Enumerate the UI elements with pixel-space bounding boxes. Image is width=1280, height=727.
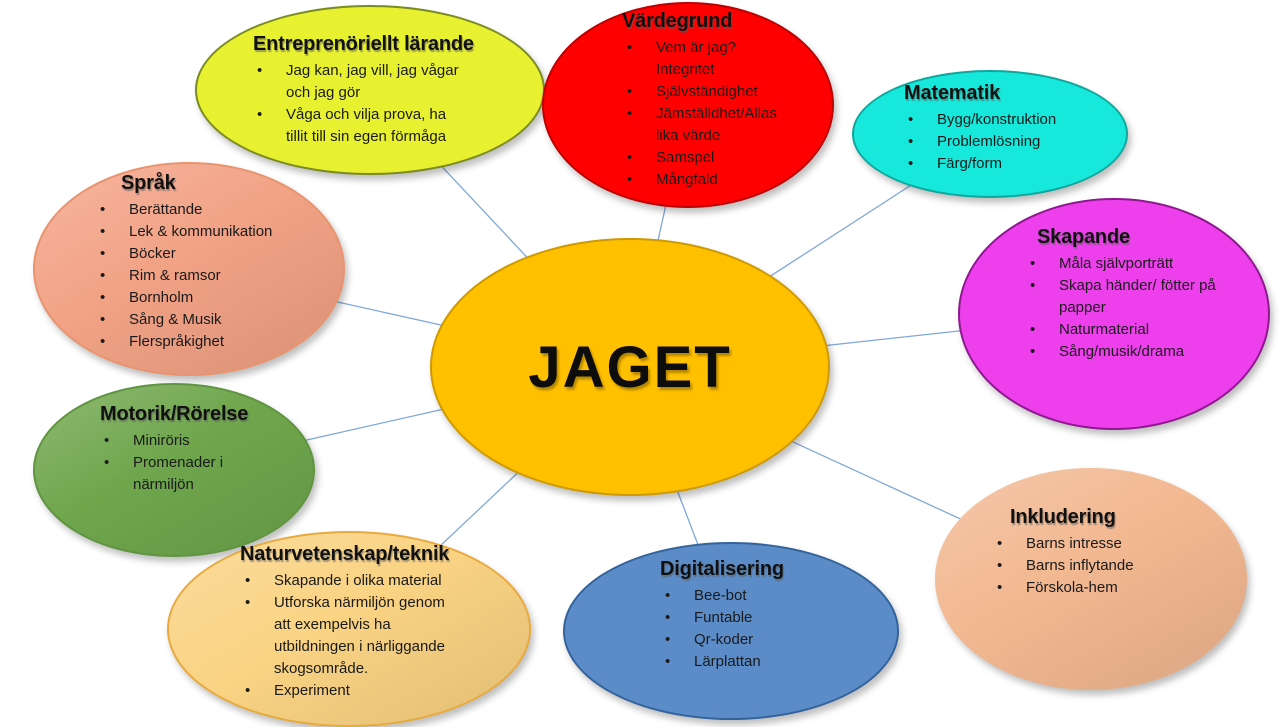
bullet-text: Böcker	[129, 245, 176, 262]
node-title: Värdegrund	[622, 10, 733, 32]
node-title: Matematik	[904, 82, 1001, 104]
node-title: Språk	[121, 172, 176, 194]
bullet-item: Rim & ramsor	[93, 265, 335, 287]
bullet-text: Utforska närmiljön genom att exempelvis …	[274, 594, 445, 677]
node-digitalisering[interactable]: Digitalisering Bee-bot Funtable Qr-koder…	[563, 542, 899, 720]
bullet-text: Berättande	[129, 201, 203, 218]
bullet-text: Naturmaterial	[1059, 321, 1150, 338]
node-matematik[interactable]: Matematik Bygg/konstruktion Problemlösni…	[852, 70, 1128, 198]
node-sprak[interactable]: Språk Berättande Lek & kommunikation Böc…	[33, 162, 345, 376]
node-title: Digitalisering	[660, 558, 784, 580]
bullet-text: Måla självporträtt	[1059, 255, 1174, 272]
node-title: Inkludering	[1010, 506, 1116, 528]
bullet-item: Promenader i närmiljön	[97, 452, 311, 496]
bullet-text: Skapa händer/ fötter på papper	[1059, 277, 1216, 316]
bullet-list: Skapande i olika material Utforska närmi…	[238, 570, 514, 702]
bullet-item: Måla självporträtt	[1023, 253, 1269, 275]
bullet-item: Mångfald	[620, 169, 825, 191]
bullet-list: Måla självporträtt Skapa händer/ fötter …	[1023, 253, 1269, 363]
bullet-item: Bornholm	[93, 287, 335, 309]
bullet-item: Färg/form	[901, 153, 1123, 175]
bullet-text: Våga och vilja prova, ha tillit till sin…	[286, 106, 447, 145]
bullet-text: Jag kan, jag vill, jag vågar och jag gör	[286, 62, 459, 101]
bullet-item: Qr-koder	[658, 629, 874, 651]
bullet-item: Jag kan, jag vill, jag vågar och jag gör	[250, 60, 516, 104]
node-skapande[interactable]: Skapande Måla självporträtt Skapa händer…	[958, 198, 1270, 430]
bullet-item: Bygg/konstruktion	[901, 109, 1123, 131]
bullet-item: Samspel	[620, 147, 825, 169]
bullet-text: Experiment	[274, 682, 350, 699]
bullet-item: Våga och vilja prova, ha tillit till sin…	[250, 104, 516, 148]
bullet-item: Självständighet	[620, 81, 825, 103]
bullet-text: Mångfald	[656, 171, 718, 188]
bullet-text: Sång/musik/drama	[1059, 343, 1185, 360]
bullet-item: Jämställdhet/Allas lika värde	[620, 103, 825, 147]
bullet-text: Rim & ramsor	[129, 267, 221, 284]
bullet-text: Problemlösning	[937, 133, 1041, 150]
bullet-item: Naturmaterial	[1023, 319, 1269, 341]
bullet-list: Berättande Lek & kommunikation Böcker Ri…	[93, 199, 335, 353]
bullet-item: Barns inflytande	[990, 555, 1222, 577]
node-naturvetenskap-teknik[interactable]: Naturvetenskap/teknik Skapande i olika m…	[167, 531, 531, 727]
bullet-item: Sång & Musik	[93, 309, 335, 331]
bullet-text: Bee-bot	[694, 587, 747, 604]
node-vardegrund[interactable]: Värdegrund Vem är jag? Integritet Självs…	[542, 2, 834, 208]
bullet-item: Barns intresse	[990, 533, 1222, 555]
bullet-list: Bygg/konstruktion Problemlösning Färg/fo…	[901, 109, 1123, 175]
bullet-item: Funtable	[658, 607, 874, 629]
bullet-text: Självständighet	[656, 83, 758, 100]
bullet-text: Färg/form	[937, 155, 1003, 172]
node-title: Motorik/Rörelse	[100, 403, 249, 425]
bullet-text: Qr-koder	[694, 631, 754, 648]
bullet-text: Samspel	[656, 149, 715, 166]
bullet-item: Förskola-hem	[990, 577, 1222, 599]
bullet-item: Skapande i olika material	[238, 570, 514, 592]
bullet-text: Funtable	[694, 609, 753, 626]
bullet-item: Sång/musik/drama	[1023, 341, 1269, 363]
bullet-item: Lek & kommunikation	[93, 221, 335, 243]
bullet-list: Vem är jag? Integritet Självständighet J…	[620, 37, 825, 191]
bullet-item: Experiment	[238, 680, 514, 702]
bullet-list: Jag kan, jag vill, jag vågar och jag gör…	[250, 60, 516, 148]
bullet-text: Promenader i närmiljön	[133, 454, 224, 493]
bullet-item: Skapa händer/ fötter på papper	[1023, 275, 1269, 319]
bullet-item: Bee-bot	[658, 585, 874, 607]
bullet-text: Flerspråkighet	[129, 333, 225, 350]
node-motorik-rorelse[interactable]: Motorik/Rörelse Miniröris Promenader i n…	[33, 383, 315, 557]
bullet-list: Barns intresse Barns inflytande Förskola…	[990, 533, 1222, 599]
bullet-list: Bee-bot Funtable Qr-koder Lärplattan	[658, 585, 874, 673]
node-inkludering[interactable]: Inkludering Barns intresse Barns inflyta…	[935, 468, 1247, 690]
bullet-text: Barns inflytande	[1026, 557, 1134, 574]
bullet-item: Vem är jag? Integritet	[620, 37, 825, 81]
bullet-text: Lek & kommunikation	[129, 223, 273, 240]
bullet-text: Skapande i olika material	[274, 572, 442, 589]
bullet-text: Barns intresse	[1026, 535, 1122, 552]
bullet-list: Miniröris Promenader i närmiljön	[97, 430, 311, 496]
bullet-text: Miniröris	[133, 432, 190, 449]
node-title: Skapande	[1037, 226, 1130, 248]
bullet-item: Flerspråkighet	[93, 331, 335, 353]
bullet-item: Miniröris	[97, 430, 311, 452]
bullet-item: Utforska närmiljön genom att exempelvis …	[238, 592, 514, 680]
center-title: JAGET	[528, 334, 732, 400]
bullet-text: Sång & Musik	[129, 311, 222, 328]
bullet-text: Förskola-hem	[1026, 579, 1118, 596]
bullet-item: Lärplattan	[658, 651, 874, 673]
bullet-text: Bygg/konstruktion	[937, 111, 1057, 128]
node-title: Naturvetenskap/teknik	[240, 543, 450, 565]
node-jaget-center[interactable]: JAGET	[430, 238, 830, 496]
node-title: Entreprenöriellt lärande	[253, 33, 474, 55]
bullet-text: Lärplattan	[694, 653, 761, 670]
bullet-item: Problemlösning	[901, 131, 1123, 153]
node-entreprenoriellt-larande[interactable]: Entreprenöriellt lärande Jag kan, jag vi…	[195, 5, 545, 175]
bullet-text: Bornholm	[129, 289, 194, 306]
bullet-text: Vem är jag? Integritet	[656, 39, 737, 78]
bullet-item: Böcker	[93, 243, 335, 265]
bullet-text: Jämställdhet/Allas lika värde	[656, 105, 777, 144]
bullet-item: Berättande	[93, 199, 335, 221]
